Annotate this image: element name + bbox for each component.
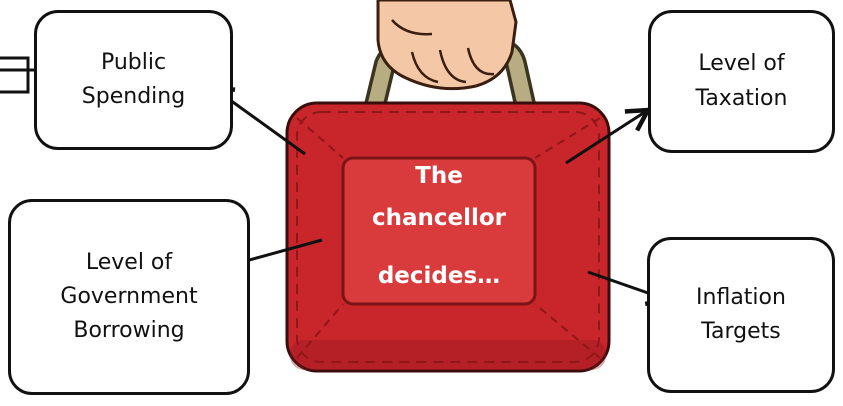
- red-budget-case-icon: [287, 103, 609, 371]
- fist-icon: [378, 0, 516, 89]
- borrowing-box: Level of Government Borrowing: [8, 199, 250, 395]
- public-spending-line-1: Public: [101, 46, 166, 80]
- borrowing-line-3: Borrowing: [73, 314, 184, 348]
- center-text-line-3: decides…: [344, 263, 534, 289]
- inflation-box: Inflation Targets: [647, 237, 835, 393]
- inflation-line-2: Targets: [701, 315, 781, 349]
- public-spending-box: Public Spending: [34, 10, 233, 150]
- taxation-box: Level of Taxation: [648, 10, 835, 153]
- taxation-line-1: Level of: [698, 47, 784, 81]
- public-spending-line-2: Spending: [82, 80, 185, 114]
- center-text-line-2: chancellor: [344, 205, 534, 231]
- inflation-line-1: Inflation: [696, 281, 786, 315]
- center-text-line-1: The: [344, 163, 534, 189]
- taxation-line-2: Taxation: [696, 82, 788, 116]
- borrowing-line-1: Level of: [86, 246, 172, 280]
- borrowing-line-2: Government: [60, 280, 197, 314]
